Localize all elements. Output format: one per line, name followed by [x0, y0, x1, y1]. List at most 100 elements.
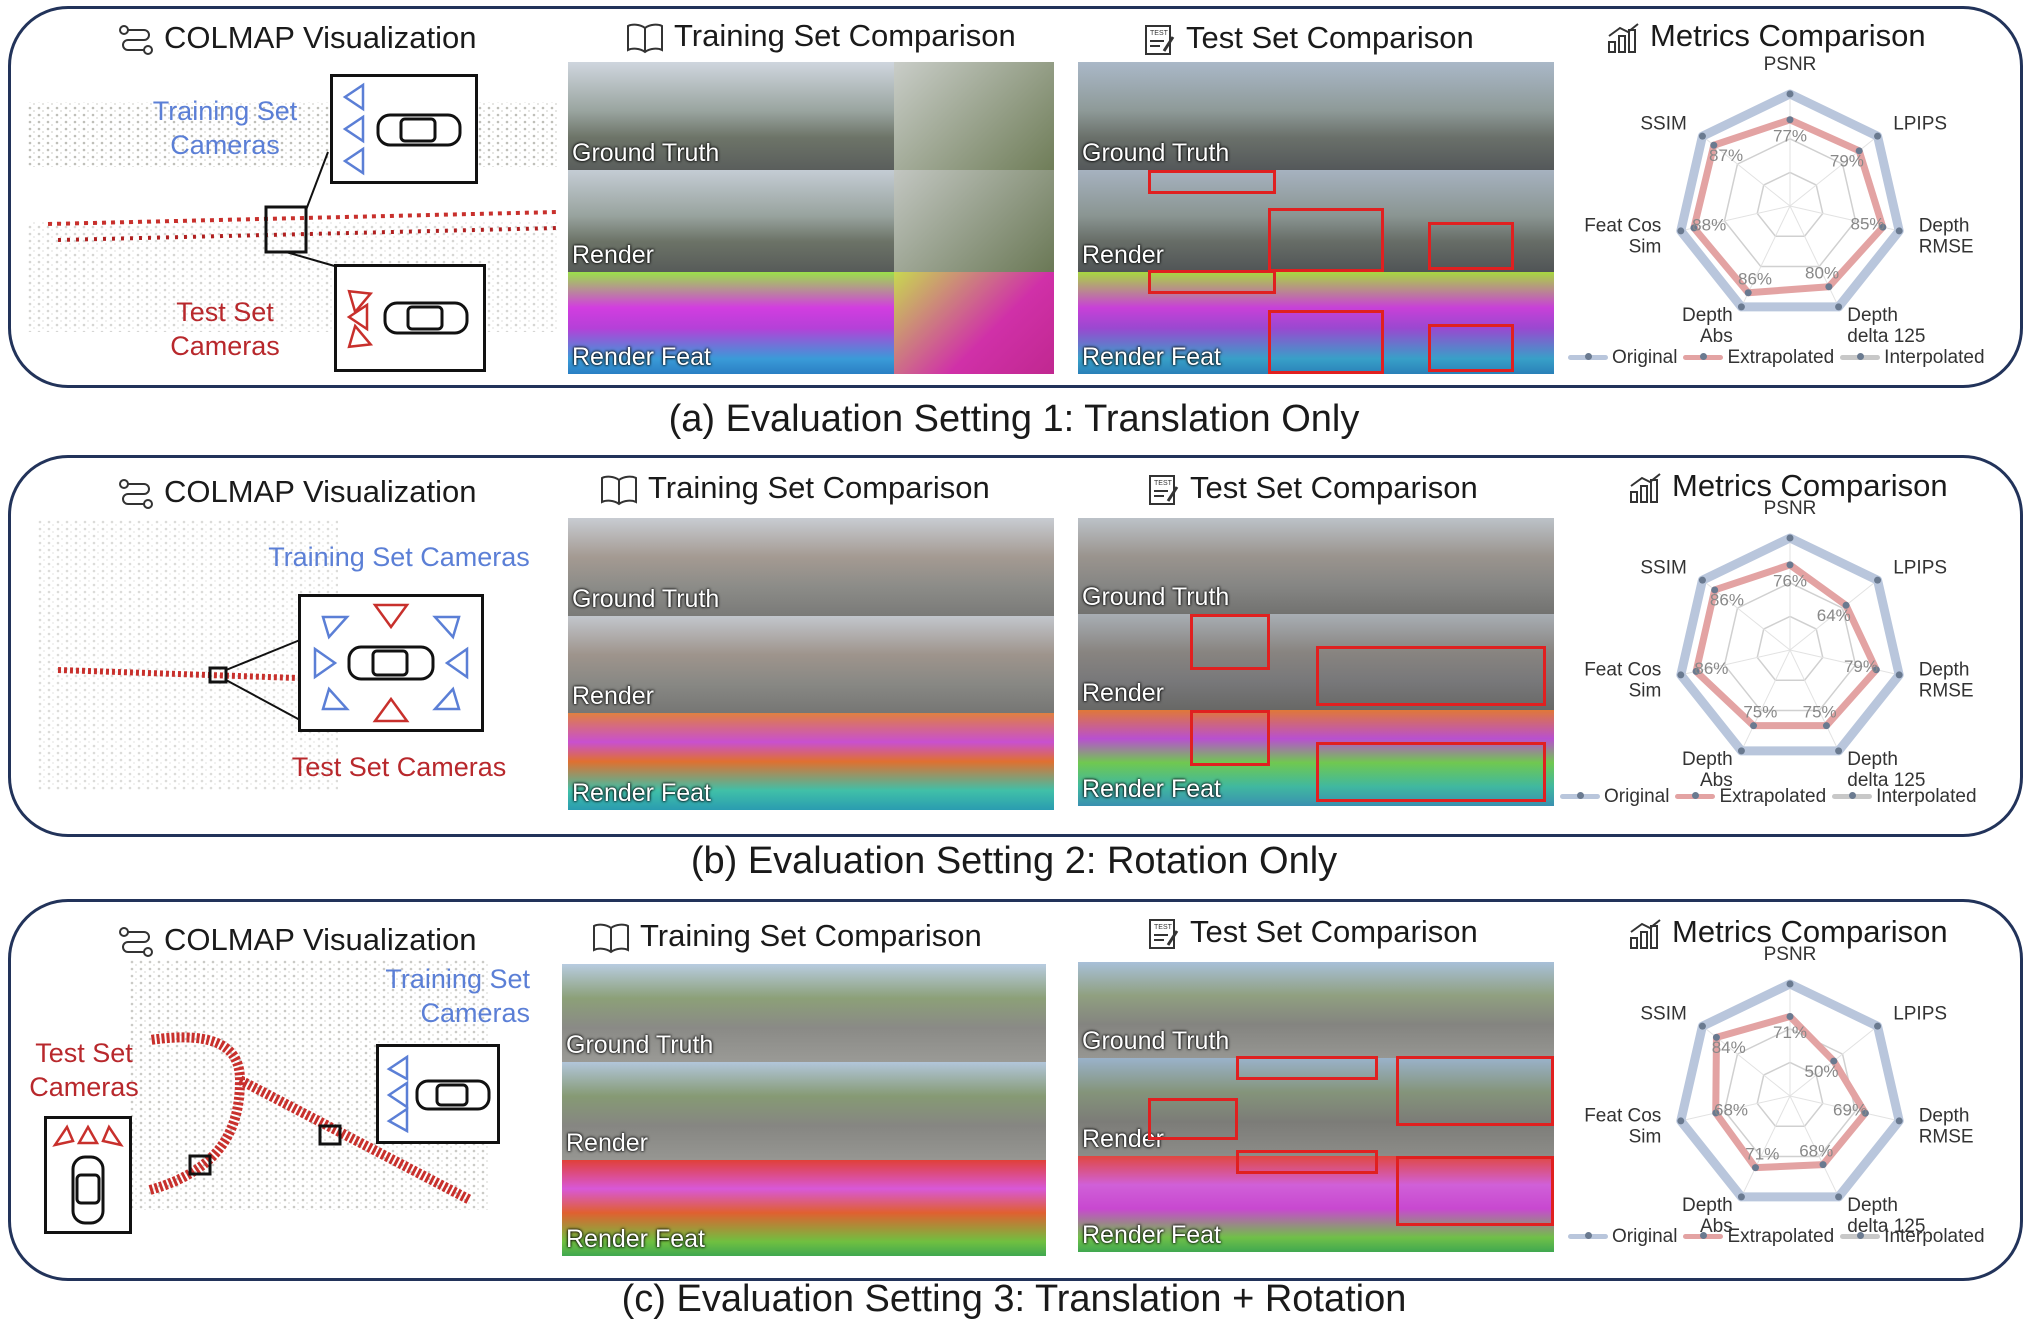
- colmap-title: COLMAP Visualization: [118, 20, 476, 56]
- radar-point: [1786, 980, 1794, 988]
- radar-axis-label: PSNR: [1764, 500, 1817, 519]
- radar-axis-label: SSIM: [1640, 558, 1686, 579]
- radar-point: [1711, 586, 1719, 594]
- radar-spoke: [1680, 205, 1791, 232]
- radar-value-label: 86%: [1694, 659, 1728, 678]
- render-feat-label: Render Feat: [572, 779, 711, 807]
- legend-swatch: [1568, 353, 1608, 361]
- legend-swatch: [1840, 353, 1881, 361]
- radar-value-label: 77%: [1773, 126, 1807, 145]
- radar-point: [1677, 671, 1685, 679]
- test-cam-label: Test Set Cameras: [291, 752, 507, 782]
- radar-axis-label: LPIPS: [1893, 558, 1947, 579]
- radar-point: [1895, 227, 1903, 235]
- book-icon: [593, 923, 629, 954]
- radar-series-original: [1676, 533, 1904, 756]
- highlight-box: [1148, 270, 1276, 294]
- radar-point: [1677, 1117, 1685, 1125]
- highlight-box: [1190, 614, 1270, 670]
- train-cam-label: Training Set Cameras: [385, 964, 530, 1028]
- radar-value-label: 84%: [1712, 1038, 1746, 1057]
- radar-axis-label: Depth: [1847, 749, 1898, 770]
- colmap-title: COLMAP Visualization: [118, 474, 476, 510]
- radar-point: [1698, 576, 1706, 584]
- svg-text:TEST: TEST: [1154, 480, 1173, 487]
- radar-value-label: 88%: [1692, 215, 1726, 234]
- ground-truth-label: Ground Truth: [1082, 139, 1230, 167]
- radar-axis-label: LPIPS: [1893, 114, 1947, 135]
- radar-point: [1786, 561, 1794, 569]
- radar-axis-label: Depth: [1919, 215, 1970, 236]
- highlight-box: [1396, 1056, 1554, 1126]
- radar-spoke: [1789, 1095, 1840, 1198]
- radar-axis-label: SSIM: [1640, 1004, 1686, 1025]
- radar-axis-label: Abs: [1700, 770, 1733, 791]
- radar-point: [1750, 722, 1758, 730]
- svg-text:TEST: TEST: [1154, 924, 1173, 931]
- ground-truth-label: Ground Truth: [572, 139, 720, 167]
- radar-point: [1712, 1109, 1720, 1117]
- car-icon: [376, 113, 462, 147]
- highlight-box: [1316, 742, 1546, 802]
- car-icon: [71, 1155, 105, 1225]
- caption-setting-1: (a) Evaluation Setting 1: Translation On…: [668, 398, 1360, 440]
- render-feat-label: Render Feat: [1082, 1221, 1221, 1249]
- radar-point: [1786, 534, 1794, 542]
- radar-series-original: [1676, 89, 1904, 312]
- train-car-inset: [376, 1044, 500, 1144]
- legend-dot: [1577, 792, 1584, 800]
- radar-point: [1751, 1164, 1759, 1172]
- radar-value-label: 71%: [1745, 1145, 1779, 1164]
- radar-point: [1710, 141, 1718, 149]
- radar-point: [1835, 1193, 1843, 1201]
- radar-point: [1690, 224, 1698, 232]
- radar-value-label: 86%: [1710, 591, 1744, 610]
- radar-value-label: 75%: [1803, 703, 1837, 722]
- radar-axis-label: RMSE: [1919, 1126, 1974, 1147]
- radar-series-extrapolated: [1712, 1012, 1869, 1172]
- radar-axis-label: Depth: [1682, 1195, 1733, 1216]
- radar-series-original: [1676, 979, 1904, 1202]
- test-image-strip: Ground Truth Render Render Feat: [1078, 962, 1554, 1252]
- ground-truth-label: Ground Truth: [566, 1031, 714, 1059]
- training-title: Training Set Comparison: [600, 470, 990, 506]
- highlight-box: [1268, 208, 1384, 272]
- radar-grid: [1723, 1027, 1857, 1158]
- radar-point: [1819, 1161, 1827, 1169]
- radar-point: [1895, 671, 1903, 679]
- radar-value-label: 86%: [1738, 270, 1772, 289]
- legend-label: Original: [1604, 786, 1670, 807]
- svg-text:TEST: TEST: [1150, 30, 1169, 37]
- radar-point: [1872, 666, 1880, 674]
- train-car-inset: [330, 74, 478, 184]
- radar-point: [1879, 223, 1887, 231]
- highlight-box: [1316, 646, 1546, 706]
- test-clipboard-icon: TEST: [1149, 918, 1179, 949]
- radar-point: [1835, 747, 1843, 755]
- colmap-pointcloud: [38, 520, 338, 790]
- metrics-title: Metrics Comparison: [1628, 468, 1948, 504]
- legend-dot: [1700, 1232, 1708, 1240]
- radar-axis-label: Sim: [1629, 1126, 1662, 1147]
- metrics-radar-chart: 77%79%85%80%86%88%87%PSNRLPIPSDepthRMSED…: [1584, 56, 1973, 347]
- radar-value-label: 68%: [1799, 1141, 1833, 1160]
- radar-point: [1744, 289, 1752, 297]
- caption-setting-3: (c) Evaluation Setting 3: Translation + …: [621, 1278, 1407, 1320]
- render-feat-label: Render Feat: [566, 1225, 705, 1253]
- legend-swatch: [1675, 792, 1716, 800]
- radar-axis-label: Sim: [1629, 236, 1662, 257]
- colmap-title: COLMAP Visualization: [118, 922, 476, 958]
- radar-axis-label: Depth: [1919, 659, 1970, 680]
- metrics-title: Metrics Comparison: [1628, 914, 1948, 950]
- legend-swatch: [1568, 1232, 1608, 1240]
- radar-point: [1786, 1012, 1794, 1020]
- radar-point: [1835, 303, 1843, 311]
- render-feat-label: Render Feat: [1082, 775, 1221, 803]
- render-label: Render: [572, 682, 654, 710]
